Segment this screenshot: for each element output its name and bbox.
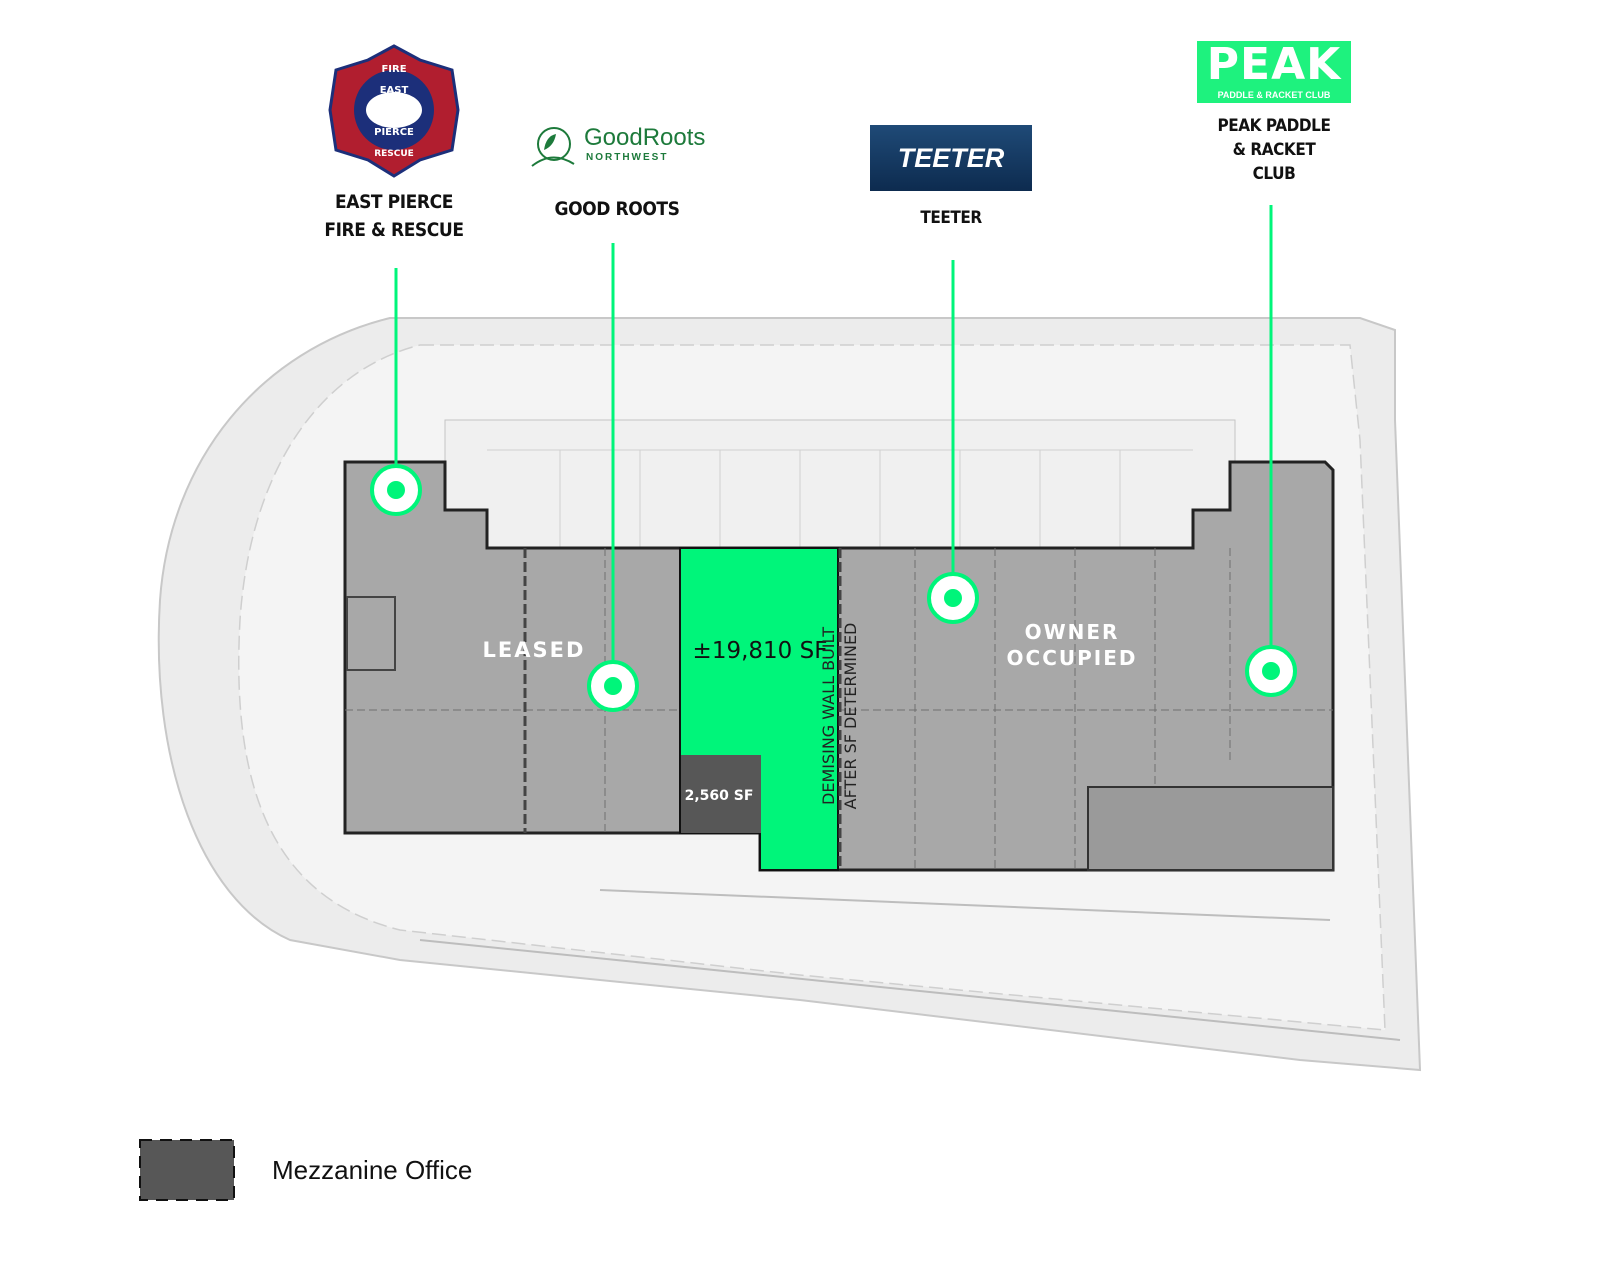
peak-logo: PEAK PADDLE & RACKET CLUB (1197, 41, 1351, 103)
pin-teeter (927, 572, 979, 624)
tenant-label-teeter: TEETER (920, 208, 982, 228)
east-pierce-logo: FIRE EAST PIERCE RESCUE (328, 44, 460, 178)
legend-label: Mezzanine Office (272, 1155, 473, 1185)
svg-text:RESCUE: RESCUE (374, 149, 414, 159)
legend-swatch (139, 1139, 235, 1201)
office-box (346, 596, 396, 671)
available-sf-label: ±19,810 SF (693, 638, 828, 664)
tenant-label-good-roots: GOOD ROOTS (554, 198, 680, 220)
leased-label: LEASED (483, 638, 586, 662)
owner-label-2: OCCUPIED (1007, 646, 1138, 670)
pin-good-roots (587, 660, 639, 712)
mezzanine-office (681, 755, 761, 833)
mezzanine-sf-label: 2,560 SF (685, 788, 754, 804)
owner-office-block (1087, 786, 1334, 871)
sprout-icon (531, 127, 575, 167)
owner-label-1: OWNER (1025, 620, 1120, 644)
teeter-logo: TEETER (870, 125, 1032, 191)
svg-text:EAST: EAST (380, 85, 409, 96)
demising-note-2: AFTER SF DETERMINED (841, 623, 860, 810)
pin-east-pierce (370, 464, 422, 516)
good-roots-logo: GoodRoots NORTHWEST (524, 120, 719, 172)
truck-court (444, 419, 1236, 549)
svg-text:PIERCE: PIERCE (374, 127, 414, 138)
demising-note-1: DEMISING WALL BUILT (819, 627, 838, 805)
pin-peak (1245, 645, 1297, 697)
svg-text:FIRE: FIRE (381, 64, 406, 75)
